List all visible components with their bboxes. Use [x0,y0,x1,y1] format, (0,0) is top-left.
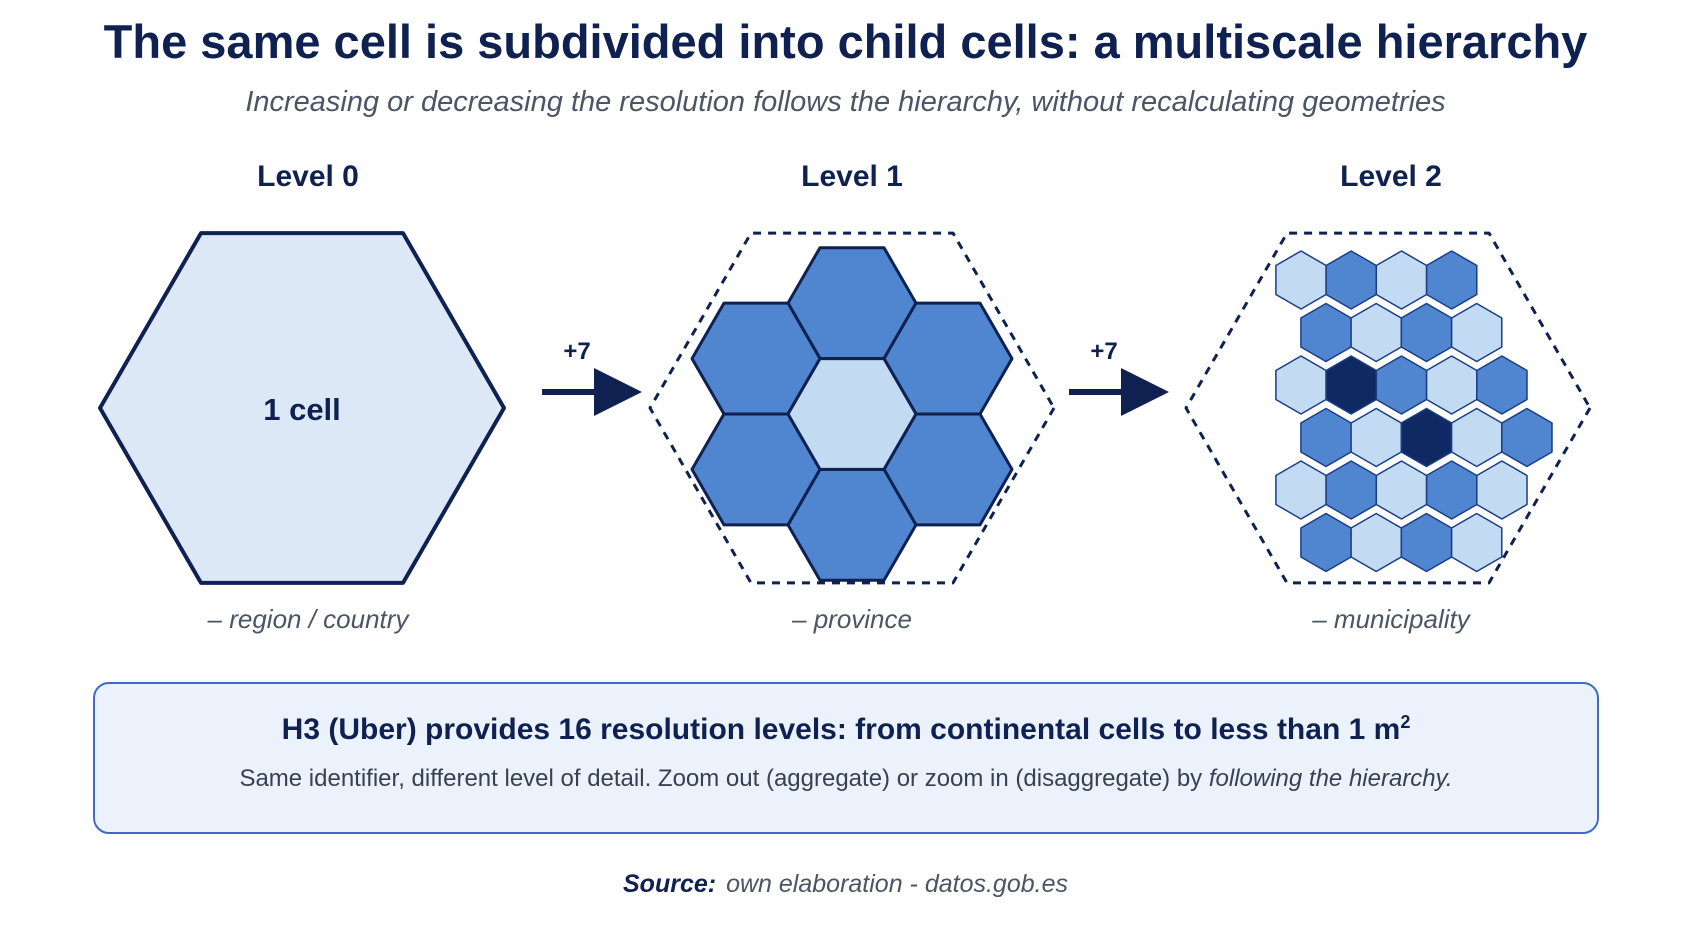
source-value: own elaboration - datos.gob.es [726,870,1068,898]
info-heading-superscript: 2 [1400,712,1411,732]
level-2-child-hexagon [1300,302,1352,363]
level-1-label: Level 1 [801,160,903,193]
level-2-child-hexagon [1450,302,1503,363]
level-2-child-hexagon [1375,355,1428,415]
level-0-cell-label: 1 cell [263,392,341,427]
level-0-hexagon [98,231,506,585]
level-1-center-hexagon [786,357,918,471]
level-1-caption: – province [792,604,912,634]
level-2-child-hexagon [1375,250,1428,310]
level-2-child-hexagon [1501,407,1553,468]
level-2-child-hexagon [1275,250,1327,310]
step-1-label: +7 [563,338,591,365]
level-0-cell-group [98,231,506,585]
level-2-child-hexagon [1325,250,1378,310]
source-key: Source: [623,870,717,898]
level-2-child-hexagon [1400,407,1453,468]
level-2-child-hexagon [1450,512,1503,573]
level-0-caption: – region / country [207,604,409,634]
level-2-child-hexagon [1400,302,1453,363]
level-2-child-hexagon [1350,512,1403,573]
level-2-child-hexagon [1350,302,1403,363]
info-text-italic: following the hierarchy. [1208,765,1453,792]
level-2-child-hexagon [1350,407,1403,468]
info-box: H3 (Uber) provides 16 resolution levels:… [93,682,1599,834]
level-2-child-hexagon [1325,460,1378,520]
level-2-cell-group [1184,231,1592,585]
info-text-plain: Same identifier, different level of deta… [239,765,1209,792]
level-2-child-hexagon [1325,355,1378,415]
level-2-outline-hexagon [1184,231,1592,585]
info-heading: H3 (Uber) provides 16 resolution levels:… [95,712,1597,747]
level-2-child-hexagon [1476,355,1528,415]
level-2-child-hexagon [1300,512,1352,573]
level-2-child-hexagon [1275,355,1327,415]
info-text: Same identifier, different level of deta… [95,765,1597,793]
level-2-child-hexagon [1400,512,1453,573]
level-2-child-hexagon [1375,460,1428,520]
info-heading-text: H3 (Uber) provides 16 resolution levels:… [281,713,1401,746]
level-2-child-hexagon [1450,407,1503,468]
level-2-child-hexagon [1275,460,1327,520]
level-1-cell-group [648,231,1056,585]
step-2-label: +7 [1090,338,1118,365]
page-title: The same cell is subdivided into child c… [103,15,1588,68]
level-1-outline-hexagon [648,231,1056,585]
level-2-child-hexagon [1425,250,1478,310]
level-2-child-hexagon [1425,355,1478,415]
level-2-child-hexagon [1476,460,1528,520]
level-2-caption: – municipality [1312,604,1470,634]
level-2-label: Level 2 [1340,160,1442,193]
source-line: Source: own elaboration - datos.gob.es [0,870,1691,899]
level-2-child-hexagon [1425,460,1478,520]
page-subtitle: Increasing or decreasing the resolution … [245,86,1446,118]
level-2-child-hexagon [1300,407,1352,468]
level-0-label: Level 0 [257,160,359,193]
